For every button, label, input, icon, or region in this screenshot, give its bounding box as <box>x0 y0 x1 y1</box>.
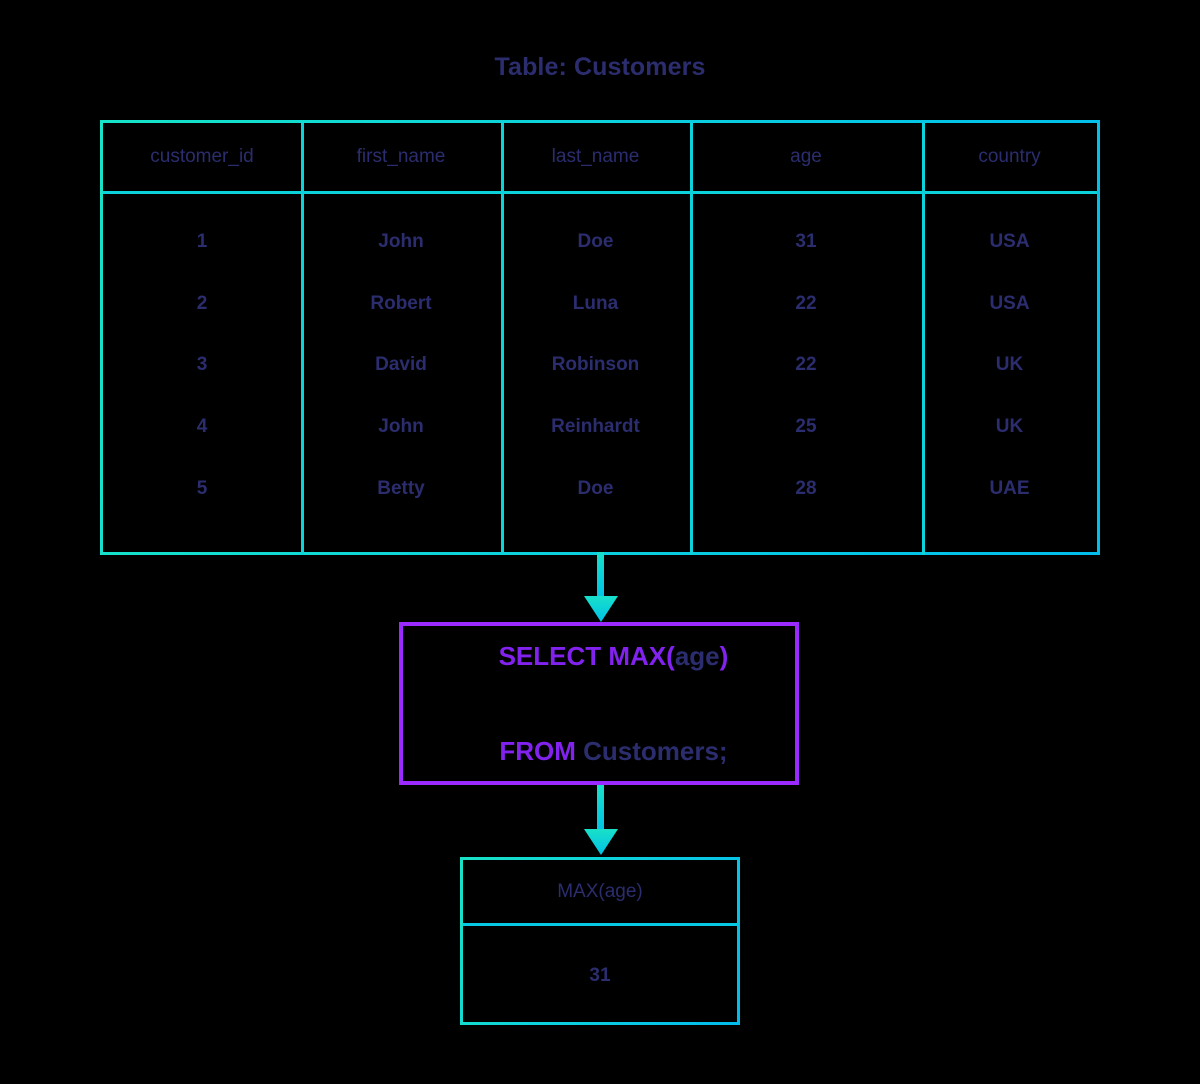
cell-customer-id: 2 <box>196 292 208 314</box>
cell-first-name: Robert <box>370 292 432 314</box>
cell-age: 25 <box>795 416 817 438</box>
column-divider <box>690 194 693 555</box>
cell-age: 28 <box>795 478 817 500</box>
table-row: 3 David Robinson 22 UK <box>103 335 1097 397</box>
header-row: customer_id first_name last_name age cou… <box>103 123 1097 191</box>
table-row: 1 John Doe 31 USA <box>103 211 1097 273</box>
cell-customer-id: 4 <box>196 416 208 438</box>
cell-last-name: Doe <box>577 478 614 500</box>
column-header-country: country <box>978 146 1041 167</box>
table-body: 1 John Doe 31 USA 2 Robert Luna 22 USA 3… <box>103 194 1097 555</box>
cell-last-name: Luna <box>572 292 619 314</box>
cell-customer-id: 5 <box>196 478 208 500</box>
cell-country: USA <box>989 230 1030 252</box>
cell-country: UK <box>995 416 1024 438</box>
column-divider <box>301 123 304 191</box>
result-value-cell: 31 <box>589 964 611 986</box>
sql-line-2: FROM Customers; <box>470 712 727 790</box>
column-header-first-name: first_name <box>356 146 446 167</box>
column-header-customer-id: customer_id <box>150 146 254 167</box>
column-header-age: age <box>790 146 822 167</box>
cell-first-name: Betty <box>377 478 425 500</box>
cell-first-name: David <box>375 354 427 376</box>
sql-keyword-select-max: SELECT MAX <box>498 641 667 671</box>
table-row: 2 Robert Luna 22 USA <box>103 273 1097 335</box>
cell-first-name: John <box>378 416 424 438</box>
cell-country: USA <box>989 292 1030 314</box>
sql-line-1: SELECT MAX(age) <box>470 617 729 695</box>
customers-table: customer_id first_name last_name age cou… <box>100 120 1100 555</box>
sql-keyword-from: FROM <box>499 736 584 766</box>
column-divider <box>501 123 504 191</box>
cell-country: UK <box>995 354 1024 376</box>
cell-customer-id: 1 <box>196 230 208 252</box>
arrow-query-to-result <box>584 785 618 855</box>
cell-age: 22 <box>795 354 817 376</box>
arrow-table-to-query <box>584 552 618 622</box>
table-row: 4 John Reinhardt 25 UK <box>103 396 1097 458</box>
sql-table-name: Customers; <box>583 736 728 766</box>
cell-age: 31 <box>795 230 817 252</box>
column-divider <box>501 194 504 555</box>
cell-first-name: John <box>378 230 424 252</box>
sql-query-box: SELECT MAX(age) FROM Customers; <box>399 622 799 785</box>
result-table: MAX(age) 31 <box>460 857 740 1025</box>
cell-customer-id: 3 <box>196 354 208 376</box>
cell-country: UAE <box>989 478 1030 500</box>
sql-close-paren: ) <box>719 641 729 671</box>
column-header-last-name: last_name <box>551 146 640 167</box>
page-title: Table: Customers <box>494 53 706 81</box>
result-column-header: MAX(age) <box>463 860 737 926</box>
cell-age: 22 <box>795 292 817 314</box>
cell-last-name: Doe <box>577 230 614 252</box>
column-divider <box>922 123 925 191</box>
column-divider <box>690 123 693 191</box>
sql-argument-age: age <box>674 641 720 671</box>
cell-last-name: Reinhardt <box>551 416 640 438</box>
table-header: customer_id first_name last_name age cou… <box>103 123 1097 194</box>
sql-open-paren: ( <box>666 641 675 671</box>
cell-last-name: Robinson <box>551 354 640 376</box>
column-divider <box>922 194 925 555</box>
table-row: 5 Betty Doe 28 UAE <box>103 458 1097 520</box>
column-divider <box>301 194 304 555</box>
